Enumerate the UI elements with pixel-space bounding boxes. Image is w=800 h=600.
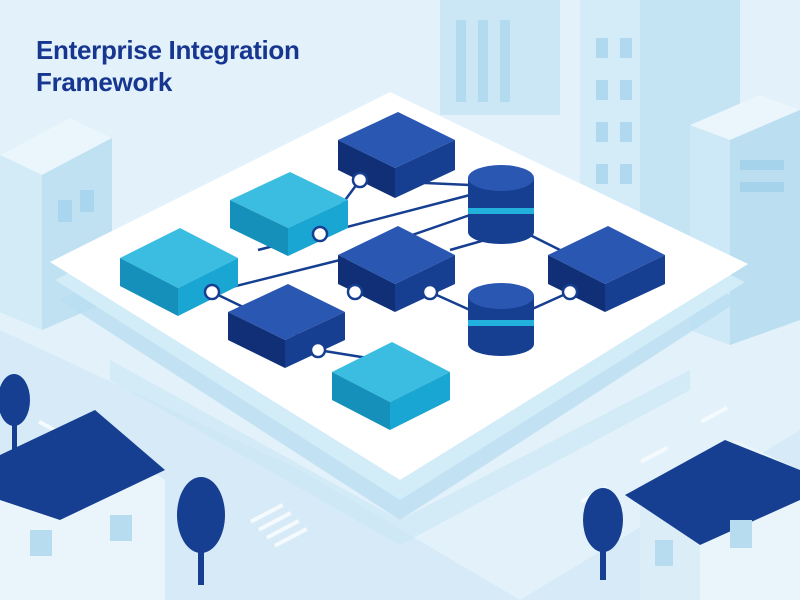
node-navy-4 <box>548 226 665 312</box>
database-icon <box>468 283 534 356</box>
connector-dot-icon <box>203 171 579 359</box>
page-title-line-1: Enterprise Integration <box>36 35 300 65</box>
house-icon <box>0 410 165 600</box>
tree-icon <box>0 374 30 460</box>
tree-icon <box>177 477 225 585</box>
page-title: Enterprise Integration Framework <box>36 34 376 98</box>
database-icon <box>468 165 534 244</box>
tree-icon <box>583 488 623 580</box>
node-navy-2 <box>338 226 455 312</box>
background-buildings <box>0 0 800 345</box>
page-title-line-2: Framework <box>36 67 173 97</box>
node-navy-1 <box>338 112 455 198</box>
node-teal-3 <box>332 342 450 430</box>
node-navy-3 <box>228 284 345 368</box>
house-icon <box>625 440 800 600</box>
